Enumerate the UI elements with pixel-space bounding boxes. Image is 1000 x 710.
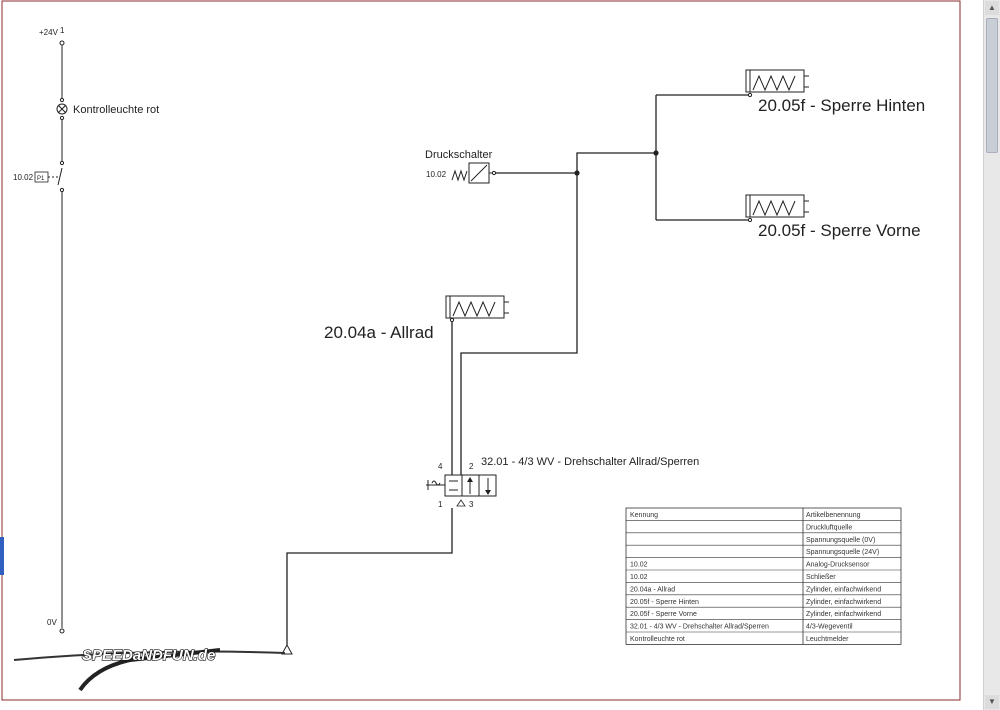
air-source-icon xyxy=(281,643,293,655)
table-row-artikel: Zylinder, einfachwirkend xyxy=(806,599,881,606)
table-row-kennung: 20.04a - Allrad xyxy=(630,586,675,593)
pressure-switch-title: Druckschalter xyxy=(425,149,493,161)
valve-4-3-icon xyxy=(426,474,497,507)
cylinder-vorne-label: 20.05f - Sperre Vorne xyxy=(758,221,921,240)
table-row-artikel: Leuchtmelder xyxy=(806,636,849,643)
drawing-frame xyxy=(1,0,961,701)
table-row-artikel: Druckluftquelle xyxy=(806,524,852,531)
pneumatic-circuit: 4 2 1 3 32.01 - 4/3 WV - Drehschalter Al… xyxy=(281,69,925,655)
table-row-artikel: Schließer xyxy=(806,574,836,581)
table-row-kennung: 20.05f - Sperre Vorne xyxy=(630,611,697,618)
table-row-kennung: 10.02 xyxy=(630,562,648,569)
valve-port-2: 2 xyxy=(469,462,474,471)
pressure-switch-icon xyxy=(451,162,497,184)
table-header-kennung: Kennung xyxy=(630,512,658,519)
table-row-kennung: 10.02 xyxy=(630,574,648,581)
table-row-artikel: Analog-Drucksensor xyxy=(806,562,870,569)
cylinder-hinten-icon xyxy=(745,69,809,98)
cylinder-allrad-label: 20.04a - Allrad xyxy=(324,323,434,342)
scroll-down-button[interactable]: ▼ xyxy=(985,695,999,709)
valve-port-1: 1 xyxy=(438,500,443,509)
valve-port-4: 4 xyxy=(438,462,443,471)
terminal-top xyxy=(59,40,65,46)
switch-tag: P1 xyxy=(37,176,45,182)
left-window-edge xyxy=(0,537,4,575)
watermark-logo: SPEEDaNDFUN.de xyxy=(13,646,286,692)
supply-plus-pin: 1 xyxy=(60,26,65,35)
table-row-kennung: 32.01 - 4/3 WV - Drehschalter Allrad/Spe… xyxy=(630,624,769,631)
table-row-artikel: Spannungsquelle (0V) xyxy=(806,537,875,544)
cylinder-hinten-label: 20.05f - Sperre Hinten xyxy=(758,96,925,115)
scroll-up-button[interactable]: ▲ xyxy=(985,1,999,15)
normally-open-switch-icon xyxy=(34,167,63,186)
terminal xyxy=(59,115,65,121)
lamp-label: Kontrolleuchte rot xyxy=(73,104,159,116)
table-row-artikel: 4/3-Wegeventil xyxy=(806,624,853,631)
table-row-artikel: Zylinder, einfachwirkend xyxy=(806,611,881,618)
table-row-kennung: Kontrolleuchte rot xyxy=(630,636,685,643)
table-row-artikel: Zylinder, einfachwirkend xyxy=(806,586,881,593)
terminal xyxy=(59,187,65,193)
table-row-kennung: 20.05f - Sperre Hinten xyxy=(630,599,699,606)
table-row-artikel: Spannungsquelle (24V) xyxy=(806,549,879,556)
cylinder-allrad-icon xyxy=(445,295,509,323)
cylinder-vorne-icon xyxy=(745,194,809,223)
vertical-scrollbar[interactable]: ▲ ▼ xyxy=(983,0,1000,710)
lamp-icon xyxy=(56,103,68,115)
valve-label: 32.01 - 4/3 WV - Drehschalter Allrad/Spe… xyxy=(481,456,699,468)
terminal xyxy=(59,160,65,166)
supply-plus-label: +24V xyxy=(39,28,59,37)
switch-ref: 10.02 xyxy=(13,173,34,182)
supply-zero-label: 0V xyxy=(47,618,57,627)
valve-port-3: 3 xyxy=(469,500,474,509)
scrollbar-thumb[interactable] xyxy=(986,18,998,153)
parts-table: Kennung ArtikelbenennungDruckluftquelleSp… xyxy=(625,507,902,645)
electrical-circuit: +24V 1 Kontrolleuchte rot P1 10.02 0V xyxy=(13,26,159,634)
table-frame xyxy=(625,507,902,645)
terminal xyxy=(59,97,65,103)
table-header-artikel: Artikelbenennung xyxy=(806,512,861,519)
watermark-text: SPEEDaNDFUN.de xyxy=(82,647,215,664)
terminal-bottom xyxy=(59,628,65,634)
pressure-switch-ref: 10.02 xyxy=(426,170,447,179)
